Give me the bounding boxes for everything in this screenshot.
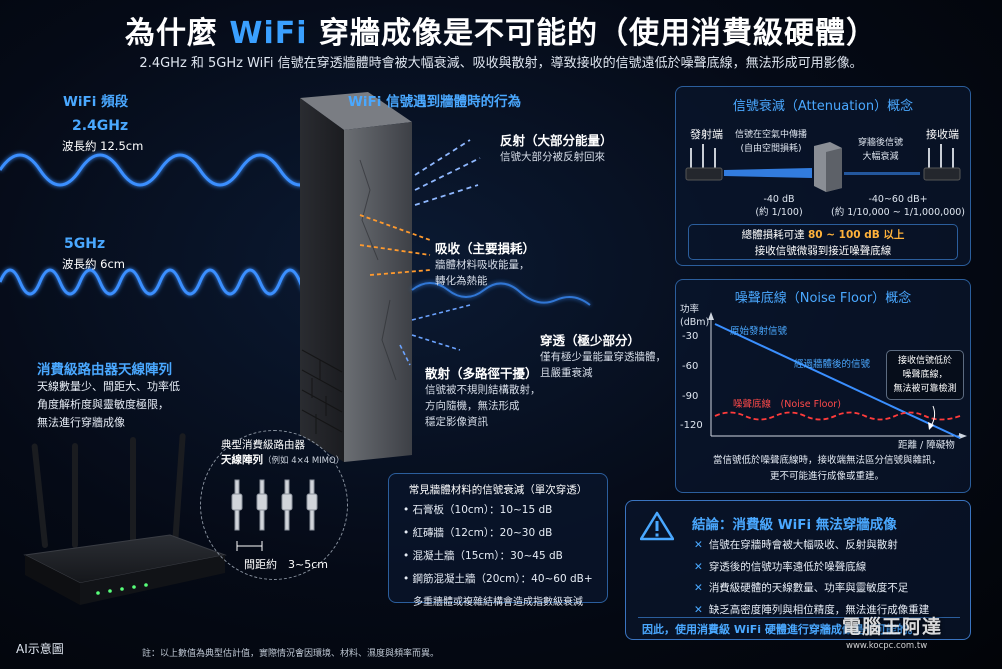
materials-note: 多重牆體或複雜結構會造成指數級衰減: [413, 597, 583, 608]
noise-floor-title: 噪聲底線（Noise Floor）概念: [734, 291, 912, 306]
materials-item: • 石膏板（10cm）：10~15 dB: [403, 504, 553, 516]
router-image: [23, 433, 227, 605]
antenna-inset-title: 典型消費級路由器 天線陣列（例如 4×4 MIMO）: [221, 439, 345, 466]
x-icon: ✕: [694, 582, 703, 594]
wall-section-heading: WiFi 信號遇到牆體時的行為: [348, 94, 522, 110]
reflect-label: 反射（大部分能量） 信號大部分被反射回來: [500, 133, 613, 163]
attenuation-diagram: [685, 142, 961, 192]
series-after-label: 經過牆體後的信號: [794, 359, 871, 370]
wave-5ghz: [0, 268, 342, 296]
attenuation-rx-label: 接收端: [926, 128, 959, 141]
rx-router-icon: [923, 144, 961, 181]
materials-item: • 混凝土牆（15cm）：30~45 dB: [403, 550, 563, 562]
attenuation-loss-wall: -40~60 dB+ (約 1/10,000 ~ 1/1,000,000): [830, 194, 965, 218]
scatter-label: 散射（多路徑干擾） 信號被不規則結構散射， 方向隨機，無法形成 穩定影像資訊: [425, 366, 541, 428]
antenna-array-inset: [200, 430, 348, 580]
footnote: 註：以上數值為典型估計值，實際情況會因環境、材料、濕度與頻率而異。: [142, 649, 440, 659]
ytick: -60: [682, 361, 699, 372]
conclusion-list: ✕信號在穿牆時會被大幅吸收、反射與散射 ✕穿透後的信號功率遠低於噪聲底線 ✕消費…: [694, 535, 929, 621]
noise-floor-ylabel: 功率 (dBm): [680, 304, 710, 328]
watermark-url: www.kocpc.com.tw: [846, 641, 928, 651]
band-24ghz-wavelength: 波長約 12.5cm: [62, 139, 144, 153]
antenna-array-diagram: [231, 479, 318, 551]
wall-top: [300, 92, 412, 130]
ytick: -30: [682, 331, 699, 342]
attenuation-title: 信號衰減（Attenuation）概念: [732, 99, 914, 114]
noise-floor-xlabel: 距離 / 障礙物: [898, 440, 955, 451]
x-icon: ✕: [694, 560, 703, 573]
conclusion-item: ✕穿透後的信號功率遠低於噪聲底線: [694, 560, 867, 573]
attenuation-loss-air: -40 dB (約 1/100): [755, 194, 803, 218]
conclusion-panel: 結論：消費級 WiFi 無法穿牆成像 ✕信號在穿牆時會被大幅吸收、反射與散射 ✕…: [625, 500, 971, 640]
materials-title: 常見牆體材料的信號衰減（單次穿透）: [408, 484, 588, 496]
attenuation-air-note: 信號在空氣中傳播 (自由空間損耗): [735, 130, 808, 154]
noise-floor-chart: [708, 312, 967, 439]
series-original-label: 原始發射信號: [730, 326, 788, 337]
materials-panel: 常見牆體材料的信號衰減（單次穿透） • 石膏板（10cm）：10~15 dB •…: [388, 473, 608, 608]
conclusion-item: ✕缺乏高密度陣列與相位精度，無法進行成像重建: [694, 603, 930, 616]
band-24ghz-label: 2.4GHz: [72, 118, 129, 134]
noise-floor-footer: 當信號低於噪聲底線時，接收端無法區分信號與雜訊， 更不可能進行成像或重建。: [712, 455, 941, 482]
penetrate-label: 穿透（極少部分） 僅有極少量能量穿透牆體， 且嚴重衰減: [540, 333, 666, 379]
ai-illustration-label: AI示意圖: [16, 642, 64, 656]
ytick: -120: [680, 420, 703, 431]
band-5ghz-wavelength: 波長約 6cm: [62, 257, 125, 271]
reflect-arrows: [414, 139, 481, 206]
noise-floor-callout: 接收信號低於 噪聲底線， 無法被可靠檢測: [886, 350, 964, 400]
series-noise-floor-line: [714, 411, 961, 421]
materials-item: • 鋼筋混凝土牆（20cm）：40~60 dB+: [403, 573, 593, 585]
scatter-arrows: [399, 304, 471, 366]
series-signal-line: [714, 323, 961, 439]
wave-24ghz: [0, 153, 347, 187]
attenuation-total-box: 總體損耗可達 80 ~ 100 dB 以上 接收信號微弱到接近噪聲底線: [688, 224, 958, 260]
antenna-spacing-label: 間距約 3~5cm: [244, 558, 328, 571]
absorb-label: 吸收（主要損耗） 牆體材料吸收能量， 轉化為熱能: [435, 241, 536, 287]
materials-list: • 石膏板（10cm）：10~15 dB • 紅磚牆（12cm）：20~30 d…: [403, 499, 607, 591]
series-noise-label: 噪聲底線 (Noise Floor): [733, 399, 841, 410]
x-icon: ✕: [694, 603, 703, 616]
wall-bricks: [301, 349, 343, 434]
conclusion-item: ✕信號在穿牆時會被大幅吸收、反射與散射: [694, 539, 898, 551]
watermark-logo: 電腦王阿達: [842, 616, 943, 638]
router-heading: 消費級路由器天線陣列: [37, 362, 172, 378]
conclusion-footer: 因此，使用消費級 WiFi 硬體進行穿牆成像是不可能的。: [642, 623, 919, 636]
bands-heading: WiFi 頻段: [63, 94, 129, 110]
page-subtitle: 2.4GHz 和 5GHz WiFi 信號在穿透牆體時會被大幅衰減、吸收與散射，…: [139, 56, 863, 71]
absorb-arrows: [359, 214, 431, 276]
materials-item: • 紅磚牆（12cm）：20~30 dB: [403, 527, 553, 539]
conclusion-title: 結論：消費級 WiFi 無法穿牆成像: [692, 517, 897, 533]
warning-icon: [640, 511, 674, 541]
band-5ghz-label: 5GHz: [64, 236, 106, 252]
attenuation-tx-label: 發射端: [690, 128, 723, 141]
page-title: 為什麼 WiFi 穿牆成像是不可能的（使用消費級硬體）: [124, 16, 878, 51]
penetrate-wave: [411, 282, 591, 306]
wall-front: [300, 98, 344, 462]
x-icon: ✕: [694, 539, 703, 551]
tx-router-icon: [685, 144, 723, 181]
attenuation-wall-note: 穿牆後信號 大幅衰減: [858, 138, 904, 162]
wall-side: [344, 122, 412, 462]
router-desc: 天線數量少、間距大、功率低 角度解析度與靈敏度極限， 無法進行穿牆成像: [37, 380, 180, 429]
ytick: -90: [682, 391, 699, 402]
conclusion-item: ✕消費級硬體的天線數量、功率與靈敏度不足: [694, 582, 909, 594]
